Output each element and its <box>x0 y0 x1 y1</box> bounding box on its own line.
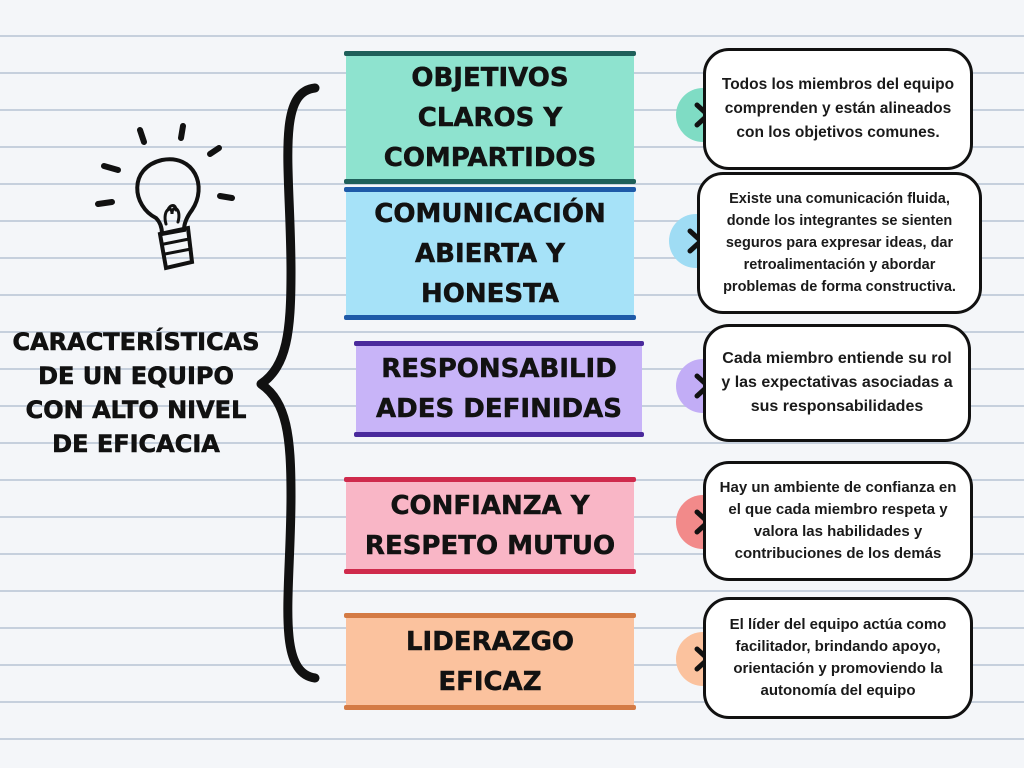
card-comunicacion: COMUNICACIÓN ABIERTA Y HONESTA <box>344 187 636 320</box>
description-text: Cada miembro entiende su rol y las expec… <box>721 350 953 415</box>
card-label: LIDERAZGO EFICAZ <box>405 626 575 697</box>
lightbulb-icon <box>95 123 235 271</box>
description-box: Existe una comunicación fluida, donde lo… <box>697 172 982 314</box>
card-label: OBJETIVOS CLAROS Y COMPARTIDOS <box>383 62 597 173</box>
card-responsabilidades: RESPONSABILIDADES DEFINIDAS <box>354 341 644 437</box>
description-box: Cada miembro entiende su rol y las expec… <box>703 324 971 442</box>
card-label: CONFIANZA Y RESPETO MUTUO <box>364 490 616 561</box>
description-text: Todos los miembros del equipo comprenden… <box>721 76 955 141</box>
card-confianza: CONFIANZA Y RESPETO MUTUO <box>344 477 636 574</box>
card-objetivos: OBJETIVOS CLAROS Y COMPARTIDOS <box>344 51 636 184</box>
card-label: RESPONSABILIDADES DEFINIDAS <box>376 354 622 425</box>
description-box: El líder del equipo actúa como facilitad… <box>703 597 973 719</box>
description-text: El líder del equipo actúa como facilitad… <box>729 616 947 699</box>
card-liderazgo: LIDERAZGO EFICAZ <box>344 613 636 710</box>
diagram-title: CARACTERÍSTICAS DE UN EQUIPO CON ALTO NI… <box>12 328 260 459</box>
description-text: Hay un ambiente de confianza en el que c… <box>719 479 957 562</box>
description-text: Existe una comunicación fluida, donde lo… <box>723 191 956 295</box>
description-box: Todos los miembros del equipo comprenden… <box>703 48 973 170</box>
curly-brace <box>256 83 320 683</box>
description-box: Hay un ambiente de confianza en el que c… <box>703 461 973 581</box>
card-label: COMUNICACIÓN ABIERTA Y HONESTA <box>374 198 606 309</box>
